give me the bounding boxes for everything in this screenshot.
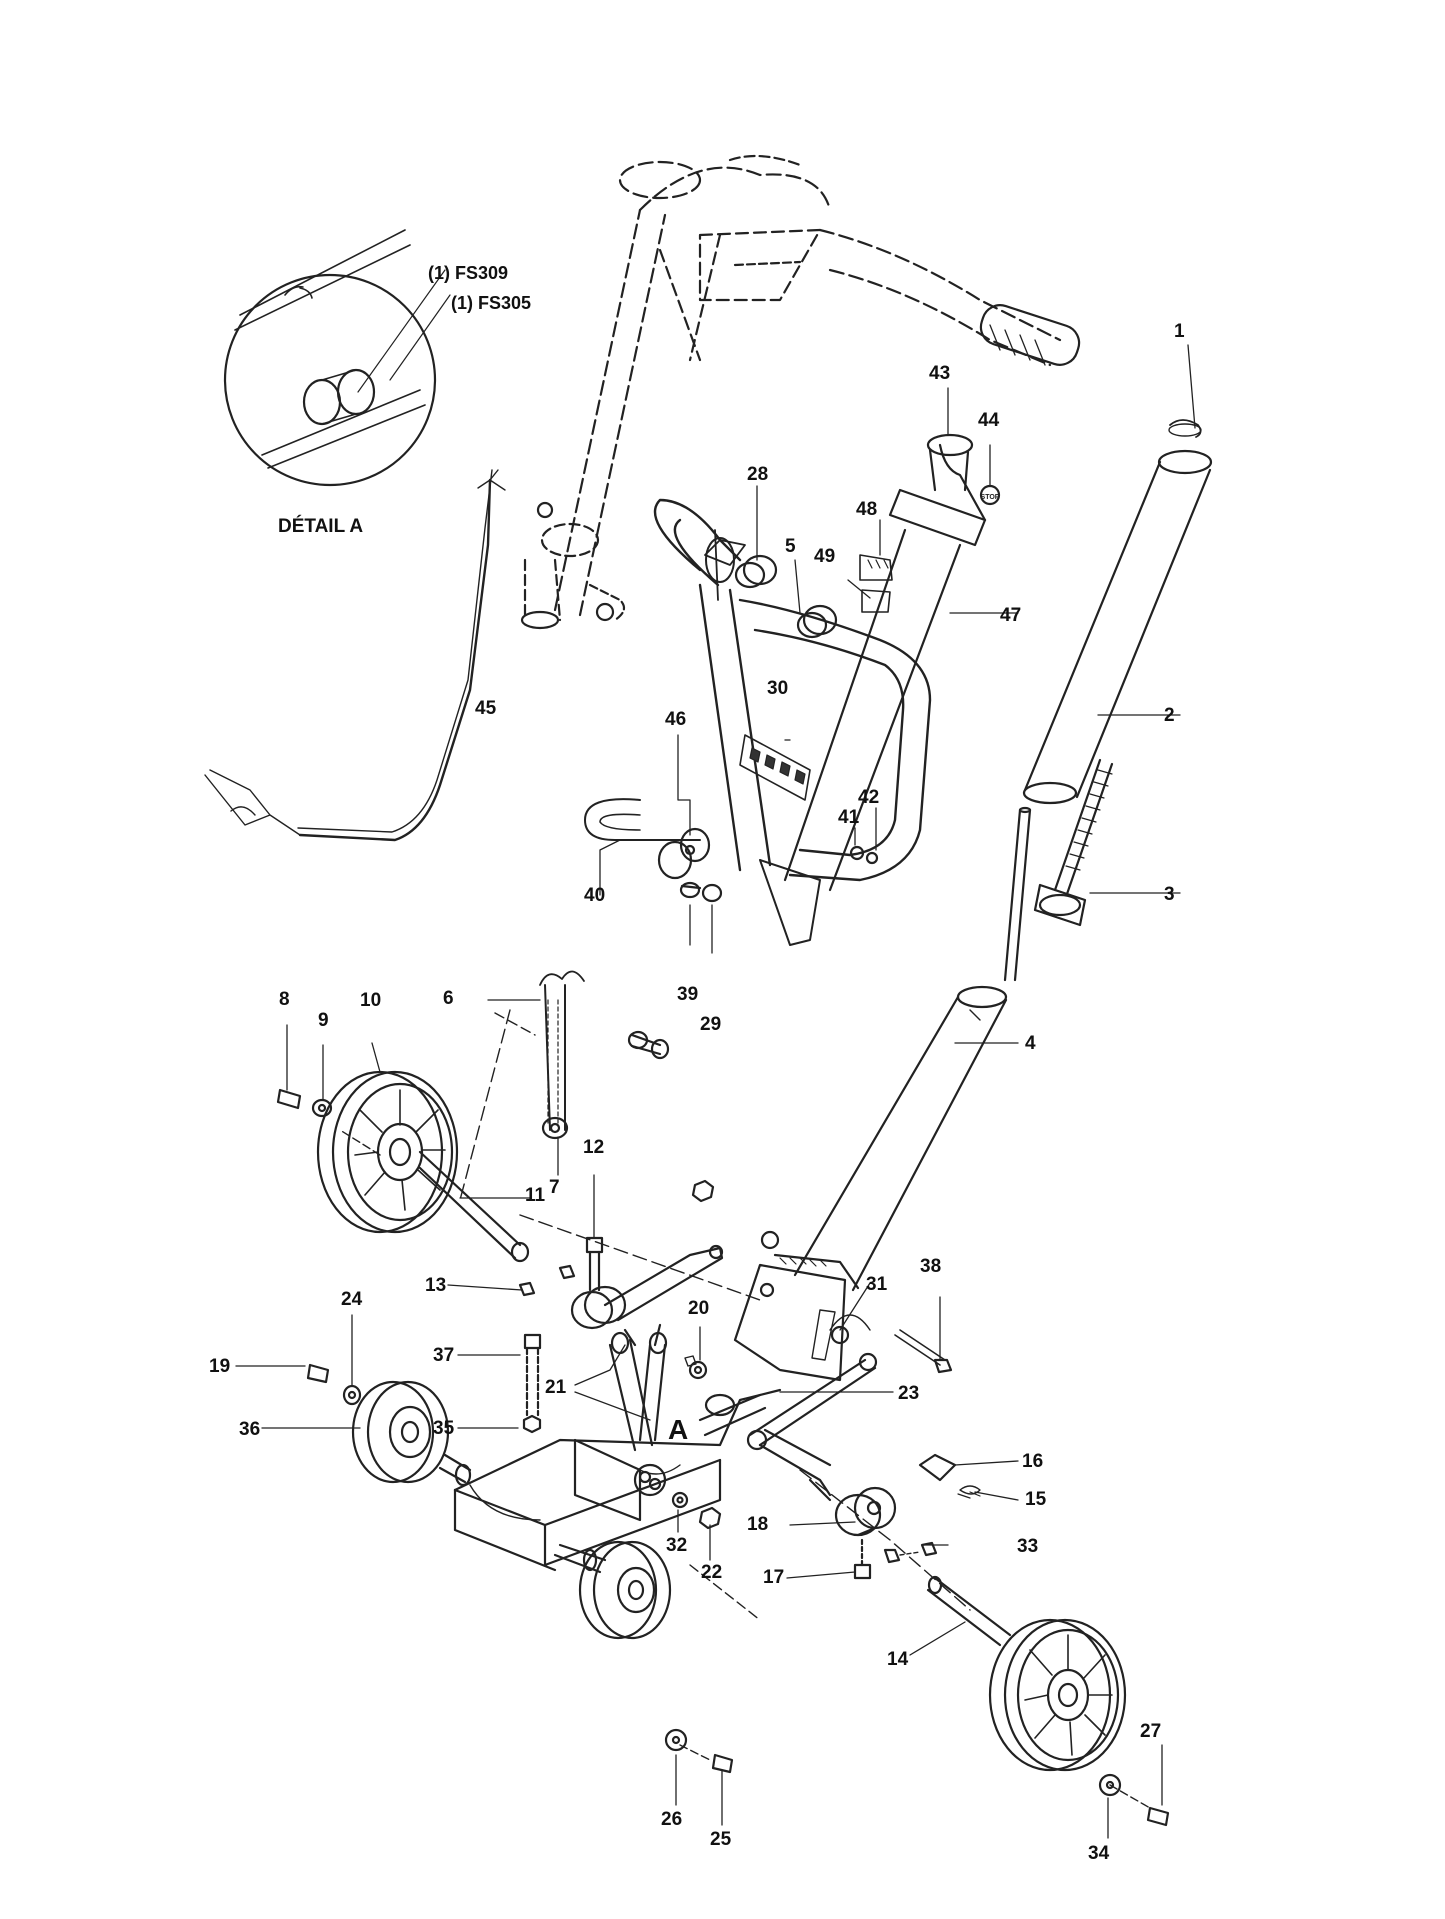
caps-28 (734, 554, 838, 639)
screw-8-washer-9 (276, 1088, 333, 1118)
part-label-35[interactable]: 35 (433, 1418, 455, 1439)
bolt-wrench (627, 1030, 670, 1060)
guard-frame-5 (653, 498, 932, 946)
part-label-22[interactable]: 22 (701, 1562, 723, 1583)
plate-30 (739, 734, 811, 801)
part-label-49[interactable]: 49 (814, 546, 836, 567)
washers-41-42 (849, 845, 879, 865)
bolt-37-nut-35 (522, 1333, 542, 1434)
column-4 (793, 806, 1032, 1292)
base-frame (453, 1388, 782, 1572)
wrench-6-7 (539, 970, 585, 1140)
part-label-47[interactable]: 47 (1000, 605, 1022, 626)
struts-21 (608, 1323, 668, 1452)
bolt-12 (585, 1236, 604, 1292)
wheel-36 (351, 1380, 472, 1487)
part-label-24[interactable]: 24 (341, 1289, 363, 1310)
cable-45 (204, 469, 506, 842)
part-label-19[interactable]: 19 (209, 1356, 231, 1377)
part-label-15[interactable]: 15 (1025, 1489, 1047, 1510)
part-label-27[interactable]: 27 (1140, 1721, 1162, 1742)
part-label-21[interactable]: 21 (545, 1377, 567, 1398)
column-tube-2 (1022, 419, 1213, 805)
part-label-13[interactable]: 13 (425, 1275, 447, 1296)
post-47: STOP (783, 433, 1001, 892)
part-label-10[interactable]: 10 (360, 990, 382, 1011)
part-label-9[interactable]: 9 (318, 1010, 329, 1031)
part-label-32[interactable]: 32 (666, 1535, 688, 1556)
part-label-38[interactable]: 38 (920, 1256, 942, 1277)
part-label-31[interactable]: 31 (866, 1274, 888, 1295)
dash-guides (339, 1009, 1151, 1809)
leader-lines (235, 344, 1196, 1839)
part-label-17[interactable]: 17 (763, 1567, 785, 1588)
part-label-23[interactable]: 23 (898, 1383, 920, 1404)
carriage-31 (733, 1230, 860, 1382)
part-label-20[interactable]: 20 (688, 1298, 710, 1319)
wheel-right (988, 1618, 1127, 1772)
detail-ref-fs305: (1) FS305 (451, 293, 532, 313)
part-label-43[interactable]: 43 (929, 363, 951, 384)
part-label-30[interactable]: 30 (767, 678, 789, 699)
wheel-10 (316, 1070, 459, 1234)
arm-23 (746, 1314, 878, 1451)
part-label-2[interactable]: 2 (1164, 705, 1175, 726)
part-label-5[interactable]: 5 (785, 536, 796, 557)
hub-13 (518, 1244, 724, 1330)
detail-ref-fs309: (1) FS309 (428, 263, 509, 283)
clips-15-16 (918, 1453, 981, 1499)
part-label-6[interactable]: 6 (443, 988, 454, 1009)
stop-sign-label: STOP (981, 494, 1000, 501)
washer-26-screw-25 (664, 1728, 734, 1774)
screw-39-washer-29 (679, 881, 723, 903)
detail-a-circle (223, 229, 451, 487)
part-label-36[interactable]: 36 (239, 1419, 261, 1440)
hub-18 (834, 1486, 938, 1580)
part-label-18[interactable]: 18 (747, 1514, 769, 1535)
part-label-34[interactable]: 34 (1088, 1843, 1110, 1864)
part-label-4[interactable]: 4 (1025, 1033, 1036, 1054)
axle-11 (418, 1150, 530, 1263)
switch-48-49 (859, 554, 893, 613)
part-label-12[interactable]: 12 (583, 1137, 605, 1158)
part-label-37[interactable]: 37 (433, 1345, 455, 1366)
part-label-11[interactable]: 11 (525, 1185, 546, 1206)
part-label-26[interactable]: 26 (661, 1809, 683, 1830)
part-label-7[interactable]: 7 (549, 1177, 560, 1198)
washer-32-nut-22 (671, 1491, 722, 1530)
part-label-14[interactable]: 14 (887, 1649, 909, 1670)
part-label-3[interactable]: 3 (1164, 884, 1175, 905)
detail-a-title: DÉTAIL A (278, 516, 364, 537)
part-label-33[interactable]: 33 (1017, 1536, 1039, 1557)
rod-lower (758, 1428, 832, 1502)
part-label-41[interactable]: 41 (838, 807, 860, 828)
washer-34-screw-27 (1098, 1773, 1170, 1827)
screw-3 (1033, 758, 1114, 927)
washer-20 (684, 1355, 708, 1380)
part-label-25[interactable]: 25 (710, 1829, 732, 1850)
part-label-45[interactable]: 45 (475, 698, 497, 719)
part-label-40[interactable]: 40 (584, 885, 606, 906)
part-label-29[interactable]: 29 (700, 1014, 722, 1035)
part-label-8[interactable]: 8 (279, 989, 290, 1010)
handle-assembly (520, 154, 1081, 630)
part-label-16[interactable]: 16 (1022, 1451, 1044, 1472)
bolt-38 (894, 1329, 953, 1374)
part-label-28[interactable]: 28 (747, 464, 769, 485)
bracket-46 (584, 798, 711, 880)
nut-center (691, 1179, 715, 1203)
part-label-1[interactable]: 1 (1174, 321, 1185, 342)
axle-14 (926, 1575, 1012, 1647)
part-label-46[interactable]: 46 (665, 709, 687, 730)
wheel-26-center (553, 1540, 672, 1640)
screw-19-washer-24 (306, 1363, 362, 1406)
part-label-48[interactable]: 48 (856, 499, 878, 520)
part-label-39[interactable]: 39 (677, 984, 699, 1005)
part-label-44[interactable]: 44 (978, 410, 1000, 431)
detail-a-marker: A (668, 1414, 689, 1445)
part-label-42[interactable]: 42 (858, 787, 880, 808)
